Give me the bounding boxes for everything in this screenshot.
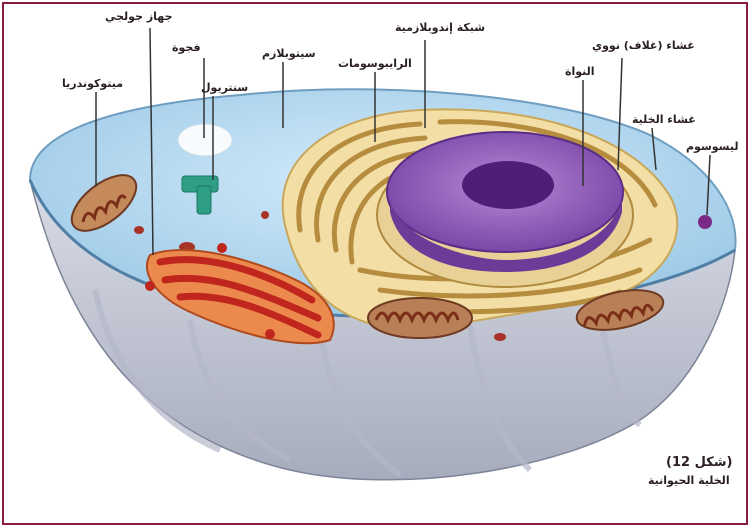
vacuole-shape: [178, 124, 232, 156]
figure-number: (شكل 12): [666, 455, 732, 470]
figure-title: الخلية الحيوانية: [648, 474, 730, 487]
nucleolus-shape: [462, 161, 554, 209]
label-mitochondria: ميتوكوندريا: [62, 78, 123, 90]
nucleus-shape: [377, 132, 633, 287]
lysosome-shape: [698, 215, 712, 229]
label-cytoplasm: سيتوبلازم: [262, 48, 316, 60]
label-centriole: سنتريول: [201, 82, 248, 94]
label-lysosome: ليسوسوم: [686, 141, 739, 153]
label-cell-membrane: غشاء الخلية: [632, 114, 696, 126]
label-vacuole: فجوة: [172, 42, 201, 54]
label-golgi: جهاز جولجي: [105, 11, 173, 23]
label-er: شبكة إندوبلازمية: [395, 22, 485, 34]
label-nuclear-envelope: غشاء (غلاف) نووي: [592, 40, 695, 52]
label-ribosomes: الرايبوسومات: [338, 58, 412, 70]
label-nucleus: النواة: [565, 66, 595, 78]
mitochondrion-center: [368, 298, 472, 338]
